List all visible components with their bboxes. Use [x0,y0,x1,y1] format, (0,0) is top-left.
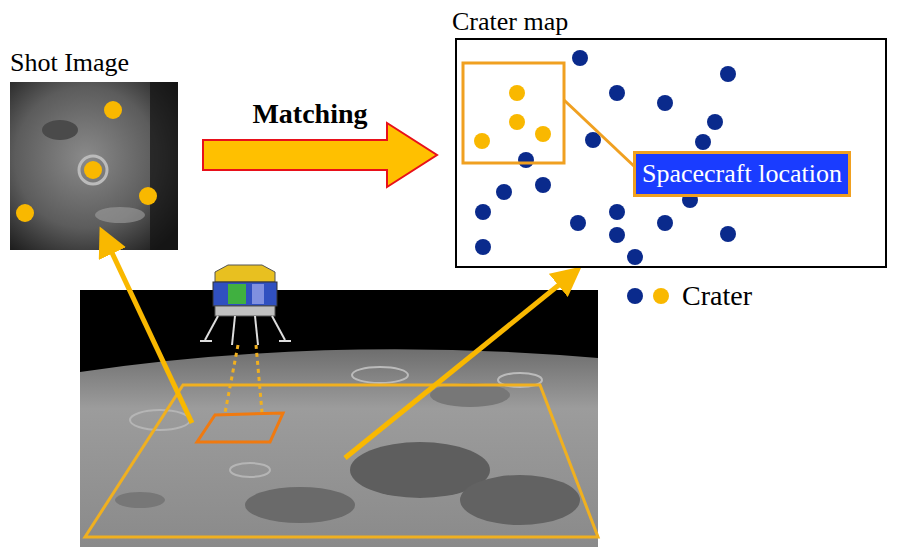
edge-label: Matching [252,98,367,130]
matching-arrow [203,123,437,187]
legend-label: Crater [682,279,752,313]
legend-dot [653,288,669,304]
moon-photo [80,290,598,547]
image-heading: Shot Image [10,48,178,78]
matched-dots [474,85,551,149]
shot-image-box: Shot Image [8,48,178,248]
location-label: Spacecraft location [642,158,842,190]
match-region [463,63,564,163]
shot-image [10,82,178,250]
pointer-arrow [106,240,192,423]
location-box: Spacecraft location [633,151,851,197]
crater-map-box: Crater map [452,6,887,268]
pointer-arrow [345,276,570,458]
legend-dot [627,288,643,304]
leader-line [564,100,636,168]
image-area [8,78,178,248]
map-heading: Crater map [452,6,887,38]
lander [200,265,291,345]
